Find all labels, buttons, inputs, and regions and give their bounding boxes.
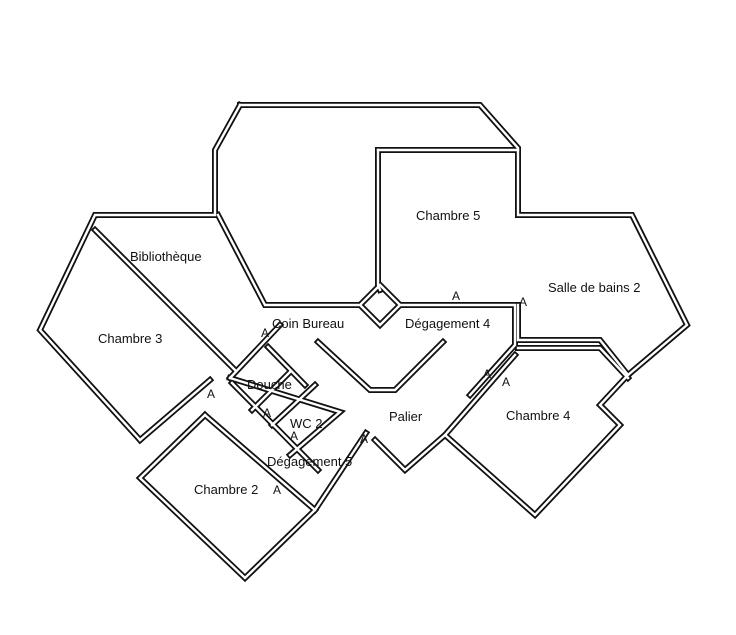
room-label-chambre2: Chambre 2 [194, 482, 259, 497]
door-marker: A [207, 387, 216, 401]
door-marker: A [290, 429, 299, 443]
wall-inner [516, 346, 630, 380]
door-marker: A [483, 367, 492, 381]
wall-inner [358, 283, 402, 327]
room-label-degagement5: Dégagement 5 [267, 454, 353, 469]
room-label-douche: Douche [247, 377, 292, 392]
room-label-wc2: WC 2 [290, 416, 323, 431]
door-marker: A [360, 432, 369, 446]
wall-inner [203, 413, 317, 512]
wall-inner [216, 213, 360, 307]
wall-inner [270, 383, 317, 427]
wall-inner [38, 103, 242, 442]
door-marker: A [273, 483, 282, 497]
wall-inner [138, 413, 368, 580]
wall [313, 337, 448, 393]
room-label-coin-bureau: Coin Bureau [272, 316, 345, 331]
wall-inner [443, 353, 517, 437]
wall-inner [228, 323, 282, 380]
door-marker: A [263, 406, 272, 420]
room-label-chambre5: Chambre 5 [416, 208, 481, 223]
door-marker: A [502, 375, 511, 389]
wall-inner [230, 381, 320, 472]
room-label-bibliotheque: Bibliothèque [130, 249, 202, 264]
door-marker: A [519, 295, 528, 309]
room-label-salle-de-bains-2: Salle de bains 2 [548, 280, 641, 295]
wall-inner [376, 148, 382, 292]
wall-inner [138, 378, 212, 442]
wall-inner [398, 303, 517, 397]
wall-inner [266, 345, 307, 387]
wall-inner [516, 303, 630, 377]
wall-inner [316, 340, 445, 392]
wall-inner [93, 228, 237, 372]
door-marker: A [261, 326, 270, 340]
wall [213, 210, 361, 308]
door-marker: A [452, 289, 461, 303]
room-label-chambre4: Chambre 4 [506, 408, 571, 423]
room-label-chambre3: Chambre 3 [98, 331, 163, 346]
room-label-degagement4: Dégagement 4 [405, 316, 491, 331]
room-label-palier: Palier [389, 409, 423, 424]
wall-inner [250, 370, 292, 412]
wall-inner [228, 376, 343, 457]
